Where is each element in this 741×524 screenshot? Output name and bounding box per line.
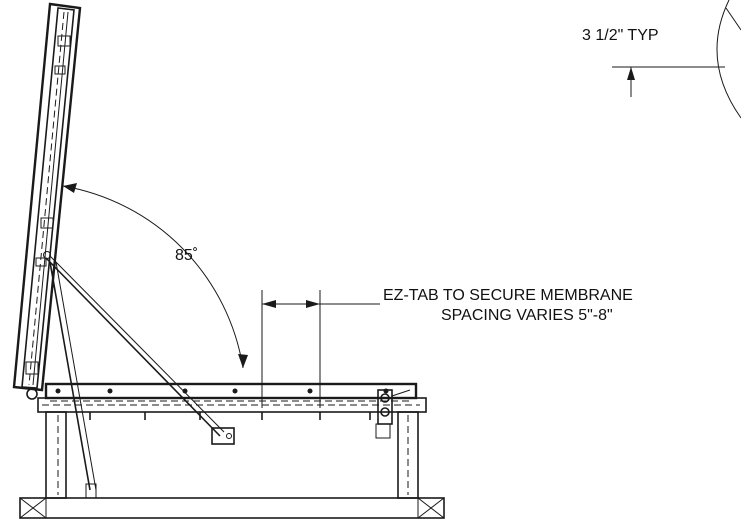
- latch-assembly: [375, 389, 411, 439]
- note-line-2: SPACING VARIES 5"-8": [441, 307, 613, 324]
- hinge-left: [26, 388, 38, 400]
- angle-arc: [62, 185, 244, 369]
- hatch-cover-open: [12, 2, 82, 392]
- note-line-1: EZ-TAB TO SECURE MEMBRANE: [383, 287, 633, 304]
- typ-dimension-label: 3 1/2" TYP: [582, 27, 659, 44]
- typ-dimension-detail: 3 1/2" TYP: [582, 0, 741, 119]
- base-sill: [19, 497, 445, 519]
- support-arm: [45, 255, 235, 499]
- curb-wall-left: [45, 411, 67, 499]
- detail-circle-arc: [716, 0, 741, 119]
- curb-frame: [19, 382, 445, 519]
- angle-dimension: 85˚: [62, 183, 248, 369]
- ez-tab-dimension: EZ-TAB TO SECURE MEMBRANE SPACING VARIES…: [261, 287, 633, 408]
- arm-bracket: [211, 427, 235, 445]
- angle-label: 85˚: [175, 247, 198, 264]
- cover-outer-panel: [12, 2, 82, 392]
- typ-dimension-arrow: [627, 67, 635, 80]
- frame-top-rail: [44, 382, 418, 400]
